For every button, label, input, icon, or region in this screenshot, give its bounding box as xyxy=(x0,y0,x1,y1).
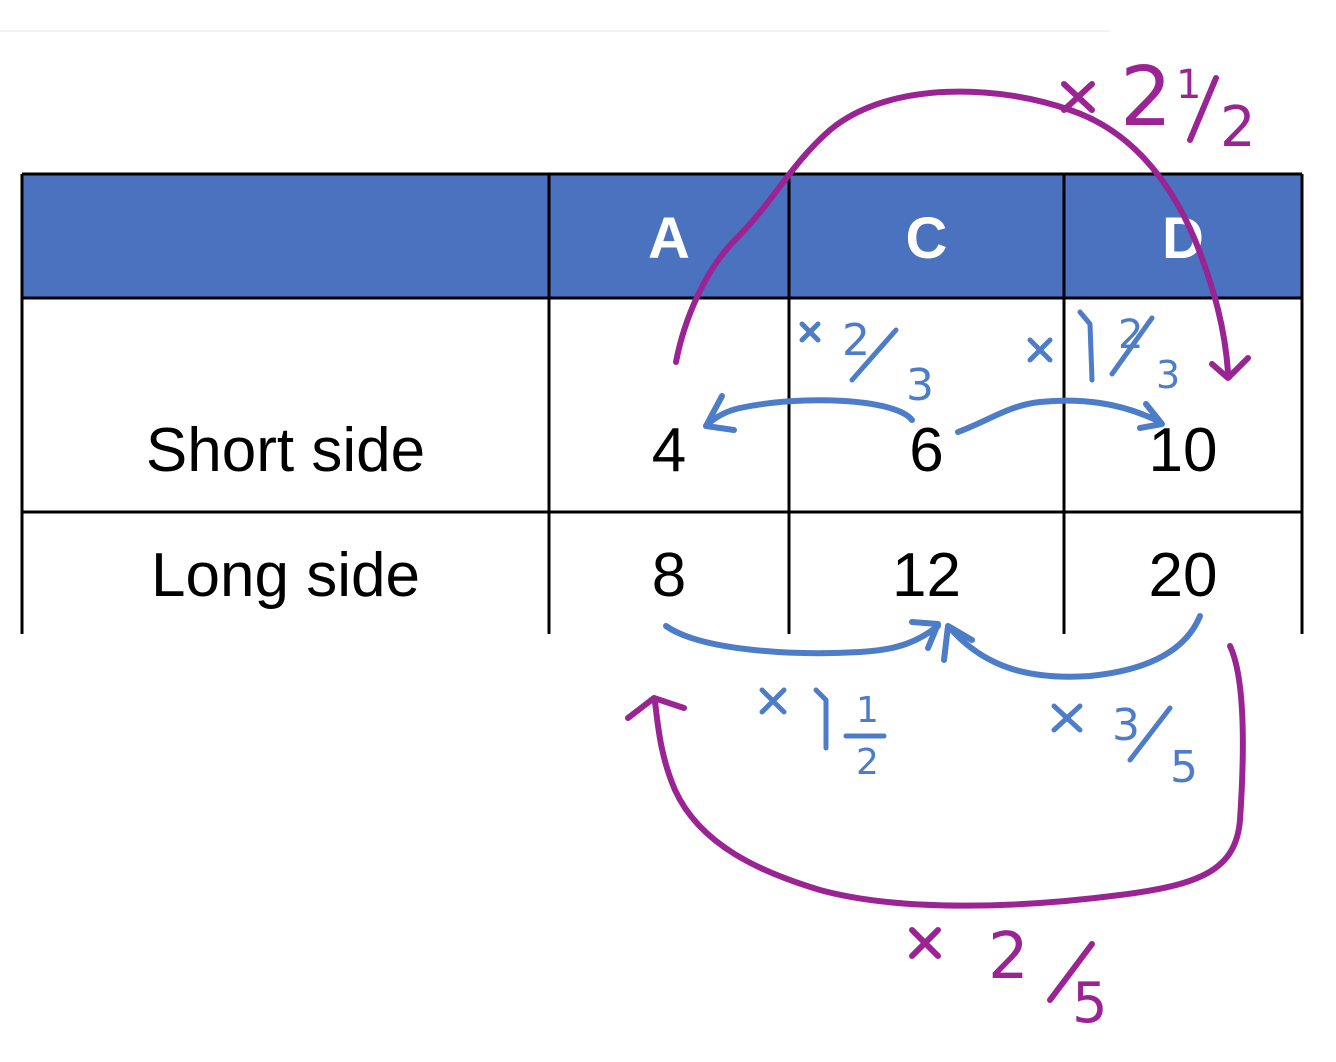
row-label-long-side: Long side xyxy=(151,541,420,610)
cell-short-a: 4 xyxy=(651,416,687,485)
cell-long-d: 20 xyxy=(1148,541,1218,610)
top-rule xyxy=(0,30,1110,32)
header-a: A xyxy=(648,206,690,271)
header-d: D xyxy=(1162,206,1204,271)
cell-short-d: 10 xyxy=(1148,416,1218,485)
cell-long-c: 12 xyxy=(892,541,961,610)
cell-long-a: 8 xyxy=(651,541,687,610)
cell-short-c: 6 xyxy=(909,416,944,485)
header-c: C xyxy=(905,206,948,271)
row-label-short-side: Short side xyxy=(145,416,426,485)
